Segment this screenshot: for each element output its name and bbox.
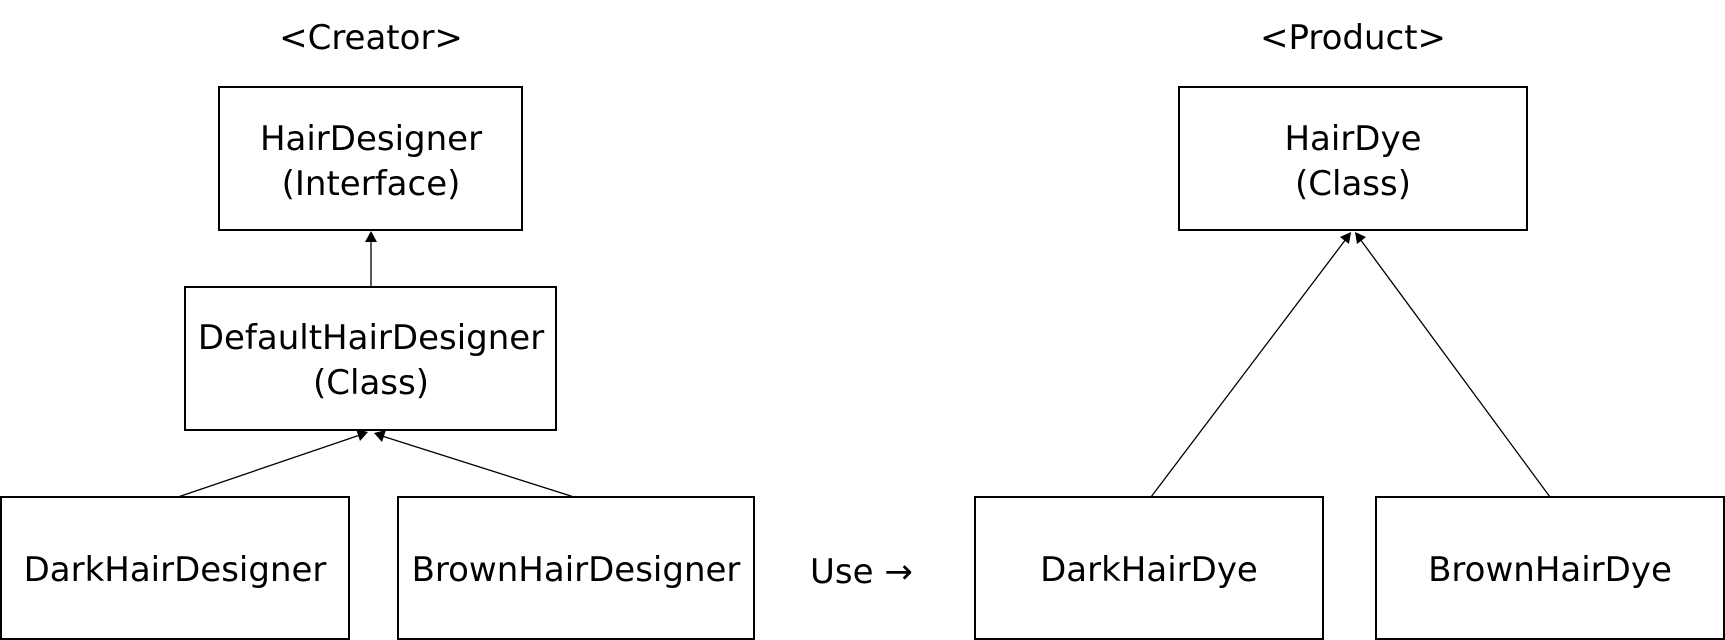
node-dark-hair-designer: DarkHairDesigner <box>0 496 350 640</box>
arrowhead-default-right <box>374 430 386 442</box>
brown-hair-dye-name: BrownHairDye <box>1428 550 1672 590</box>
brown-hair-designer-name: BrownHairDesigner <box>412 550 741 590</box>
default-hair-designer-name: DefaultHairDesigner <box>198 318 544 358</box>
edge-darkdye-to-hairdye <box>1150 238 1347 498</box>
node-default-hair-designer: DefaultHairDesigner (Class) <box>184 286 557 431</box>
hair-dye-name: HairDye <box>1284 119 1421 159</box>
arrowhead-hairdye-left <box>1340 232 1351 244</box>
arrowhead-hairdye-right <box>1355 232 1366 244</box>
dark-hair-dye-name: DarkHairDye <box>1040 550 1258 590</box>
node-dark-hair-dye: DarkHairDye <box>974 496 1324 640</box>
edge-brown-to-default <box>381 435 575 498</box>
creator-header: <Creator> <box>279 18 463 58</box>
arrowhead-default-left <box>356 429 368 441</box>
edge-browndye-to-hairdye <box>1359 238 1551 498</box>
dark-hair-designer-name: DarkHairDesigner <box>24 550 327 590</box>
node-hair-dye: HairDye (Class) <box>1178 86 1528 231</box>
node-hair-designer: HairDesigner (Interface) <box>218 86 523 231</box>
product-header: <Product> <box>1260 18 1446 58</box>
arrowhead-hairdesigner <box>365 231 377 242</box>
hair-designer-name: HairDesigner <box>260 119 482 159</box>
edge-dark-to-default <box>177 434 361 498</box>
hair-dye-kind: (Class) <box>1295 164 1411 204</box>
node-brown-hair-dye: BrownHairDye <box>1375 496 1725 640</box>
use-label: Use → <box>810 552 913 592</box>
hair-designer-kind: (Interface) <box>282 164 461 204</box>
edges <box>177 231 1551 498</box>
node-brown-hair-designer: BrownHairDesigner <box>397 496 755 640</box>
default-hair-designer-kind: (Class) <box>313 363 429 403</box>
